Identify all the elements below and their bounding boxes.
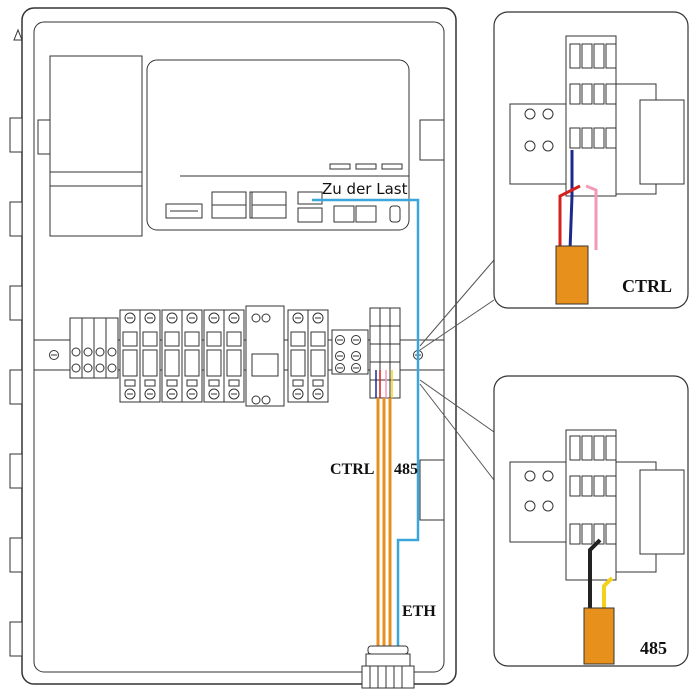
wire-pink	[585, 184, 598, 250]
wire-blue	[568, 150, 574, 251]
terminal-block-left	[69, 317, 119, 379]
hinge-set	[9, 117, 23, 657]
rcd-module	[245, 305, 285, 407]
rs485-label-main: 485	[394, 461, 418, 478]
ctrl-label-main: CTRL	[330, 461, 374, 478]
inset-485: 485	[493, 375, 689, 667]
cable-jacket-485	[583, 607, 615, 665]
cable-gland	[361, 645, 415, 689]
wire-yellow	[602, 576, 614, 612]
wire-stubs	[375, 370, 393, 398]
callout-lines	[419, 259, 495, 481]
ctrl-label-inset: CTRL	[622, 276, 672, 296]
cable-jacket-ctrl	[555, 245, 589, 305]
load-label: Zu der Last	[322, 180, 408, 198]
main-labels: Zu der Last CTRL 485 ETH	[322, 180, 436, 620]
cable-terminal-stack	[369, 307, 401, 399]
upper-module-controller	[146, 59, 410, 231]
rs485-label-inset: 485	[640, 638, 667, 658]
circuit-breakers	[119, 309, 245, 403]
upper-module-left	[37, 55, 143, 237]
ethernet-cable	[312, 198, 420, 650]
ctrl-cable	[376, 398, 386, 648]
inset-ctrl: CTRL	[493, 11, 689, 309]
circuit-breakers-right	[287, 309, 329, 403]
wire-red	[558, 184, 581, 250]
relay-terminals	[331, 329, 369, 375]
latch-set	[419, 119, 445, 521]
wire-black	[588, 538, 602, 608]
eth-label: ETH	[402, 603, 436, 620]
rj45-ports	[297, 191, 401, 223]
